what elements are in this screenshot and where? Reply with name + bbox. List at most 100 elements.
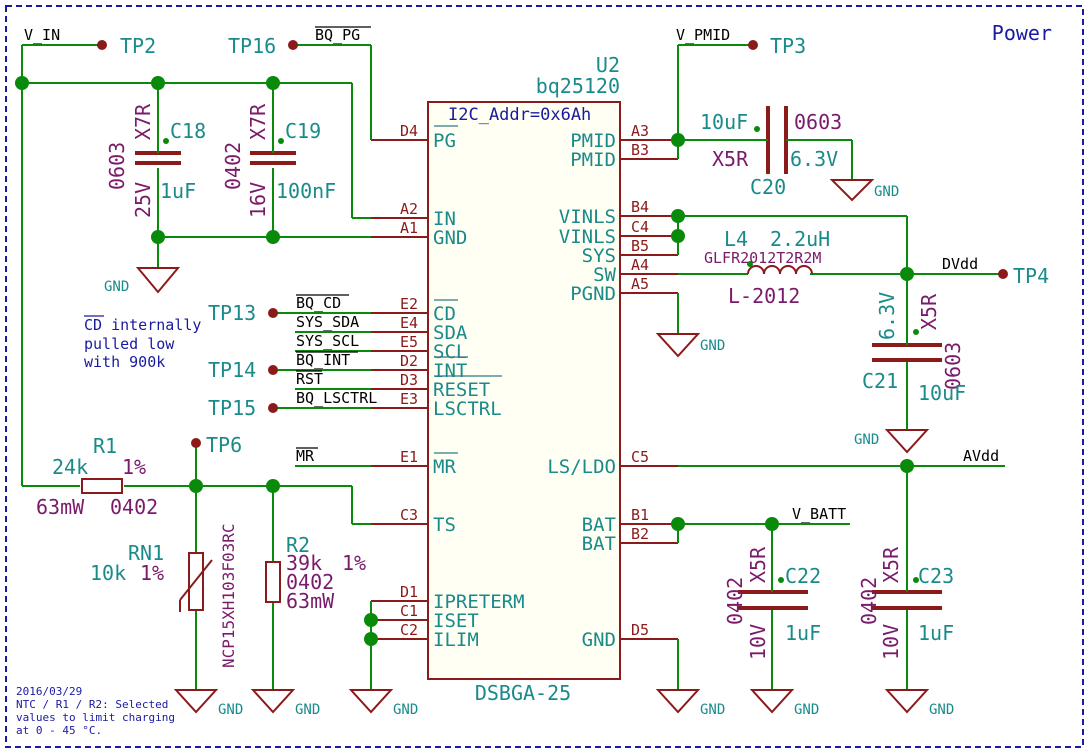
pin-num-a3: A3 (631, 122, 649, 140)
net-v-in: V_IN (24, 26, 60, 44)
pin-num-a1: A1 (400, 219, 418, 237)
u2-part: bq25120 (536, 74, 620, 98)
net-avdd: AVdd (963, 447, 999, 465)
net-dvdd: DVdd (942, 255, 978, 273)
pin-name-ts: TS (433, 514, 456, 536)
gnd-label-c22: GND (794, 702, 819, 718)
pin-name-gnd-d5: GND (582, 629, 616, 651)
r1-symbol (81, 478, 123, 494)
r2-power: 63mW (286, 589, 335, 613)
c21-package: 0603 (941, 342, 965, 390)
c19-voltage: 16V (246, 182, 270, 218)
r1-ref: R1 (93, 434, 117, 458)
tp15-pad (268, 403, 278, 413)
c20-package: 0603 (794, 110, 842, 134)
r1-package: 0402 (110, 495, 158, 519)
tp3-label: TP3 (770, 34, 806, 58)
tp3-pad (748, 40, 758, 50)
c19-symbol (250, 138, 296, 165)
pin-name-iset: ISET (433, 610, 479, 632)
net-v-batt: V_BATT (792, 505, 846, 523)
l4-symbol (747, 261, 813, 275)
pin-num-a4: A4 (631, 256, 649, 274)
u2-ref: U2 (596, 53, 620, 77)
tp13-label: TP13 (208, 301, 256, 325)
c18-ref: C18 (170, 119, 206, 143)
tp2-pad (97, 40, 107, 50)
net-bq-cd: BQ_CD (296, 294, 341, 312)
pin-num-a5: A5 (631, 275, 649, 293)
net-rst: RST (296, 370, 323, 388)
tp6-label: TP6 (206, 433, 242, 457)
pin-num-b5: B5 (631, 237, 649, 255)
tp14-pad (268, 365, 278, 375)
date-note-line3: values to limit charging (16, 711, 175, 724)
cd-note-line2: pulled low (84, 335, 175, 353)
rn1-symbol (179, 552, 213, 612)
tp4-label: TP4 (1013, 264, 1049, 288)
tp6-pad (191, 438, 201, 448)
gnd-label-c21: GND (854, 432, 879, 448)
c20-symbol (754, 106, 792, 174)
c22-package: 0402 (723, 577, 747, 625)
date-note-line4: at 0 - 45 °C. (16, 724, 102, 737)
date-note-line2: NTC / R1 / R2: Selected (16, 698, 168, 711)
c23-value: 1uF (918, 621, 954, 645)
net-sys-sda: SYS_SDA (296, 313, 359, 331)
pin-num-e2: E2 (400, 295, 418, 313)
c21-ref: C21 (862, 369, 898, 393)
c19-dielectric: X7R (246, 103, 270, 140)
c23-symbol (872, 577, 942, 610)
r2-ref: R2 (286, 533, 310, 557)
c22-symbol (738, 577, 808, 610)
r2-value: 39k (286, 551, 322, 575)
c21-dielectric: X5R (917, 293, 941, 330)
gnd-label-c23: GND (929, 702, 954, 718)
sheet-border (5, 5, 1084, 748)
l4-value: 2.2uH (770, 227, 830, 251)
pin-num-c4: C4 (631, 218, 649, 236)
r1-power: 63mW (36, 495, 85, 519)
c18-dielectric: X7R (131, 103, 155, 140)
pin-num-b2: B2 (631, 525, 649, 543)
pin-name-pgnd: PGND (570, 283, 616, 305)
c18-voltage: 25V (131, 182, 155, 218)
pin-num-b3: B3 (631, 141, 649, 159)
pin-name-cd: CD (433, 303, 456, 325)
u2-footprint: DSBGA-25 (475, 681, 571, 705)
tp15-label: TP15 (208, 396, 256, 420)
c19-ref: C19 (285, 119, 321, 143)
pin-num-c2: C2 (400, 621, 418, 639)
pin-name-pmid-a3: PMID (570, 130, 616, 152)
net-mr: MR (296, 447, 315, 465)
pin-num-e4: E4 (400, 314, 418, 332)
gnd-label-d5: GND (700, 702, 725, 718)
pin-name-sw: SW (593, 264, 616, 286)
c20-voltage: 6.3V (790, 147, 838, 171)
c19-value: 100nF (276, 179, 336, 203)
cd-note-line1: CD internally (84, 316, 201, 334)
c23-ref: C23 (918, 564, 954, 588)
pin-num-c1: C1 (400, 602, 418, 620)
pin-name-pmid-b3: PMID (570, 149, 616, 171)
tp16-pad (288, 40, 298, 50)
wires (21, 44, 1005, 690)
net-v-pmid: V_PMID (676, 26, 730, 44)
rn1-value: 10k (90, 561, 126, 585)
rn1-part: NCP15XH103F03RC (219, 524, 238, 669)
pin-name-pg: PG (433, 130, 456, 152)
rn1-ref: RN1 (128, 541, 164, 565)
gnd-label-c18: GND (104, 279, 129, 295)
pin-num-e1: E1 (400, 448, 418, 466)
pin-name-in: IN (433, 208, 456, 230)
pin-name-bat-b1: BAT (582, 514, 616, 536)
c19-package: 0402 (221, 142, 245, 190)
gnd-label-ilim: GND (393, 702, 418, 718)
r1-tol: 1% (122, 455, 146, 479)
pin-num-e5: E5 (400, 333, 418, 351)
c23-package: 0402 (857, 577, 881, 625)
tp2-label: TP2 (120, 34, 156, 58)
r1-value: 24k (52, 455, 88, 479)
tp13-pad (268, 308, 278, 318)
net-sys-scl: SYS_SCL (296, 332, 359, 350)
